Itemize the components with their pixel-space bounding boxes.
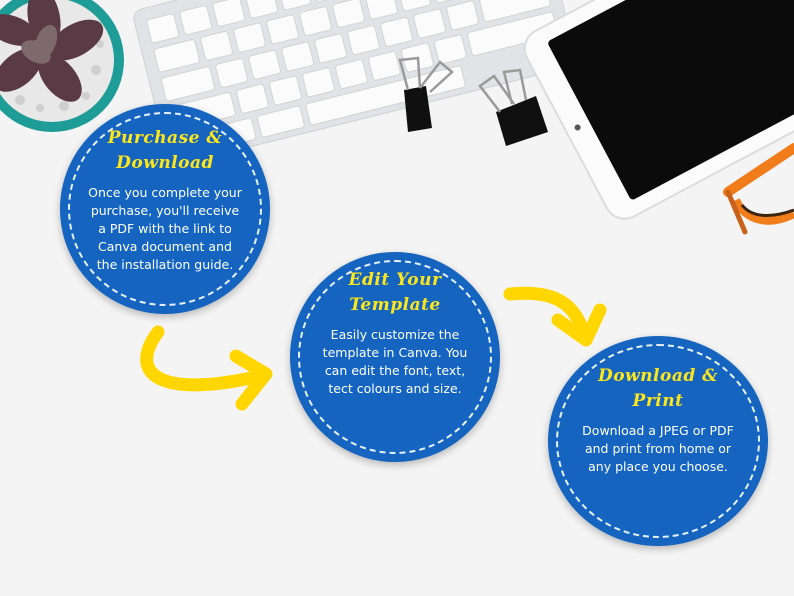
- step-title: Purchase & Download: [70, 126, 260, 176]
- step-description-line: can edit the font, text,: [324, 363, 466, 378]
- keyboard-icon: [133, 0, 577, 165]
- step-circle-edit: Edit Your Template Easily customize the …: [290, 252, 500, 462]
- step-description-line: Canva document and: [98, 239, 232, 254]
- tablet-icon: [523, 0, 794, 220]
- succulent-plant-icon: [0, 0, 124, 132]
- step-description-line: any place you choose.: [588, 459, 728, 474]
- step-description-line: Once you complete your: [88, 185, 242, 200]
- step-title-line: Download &: [597, 366, 719, 386]
- step-description-line: purchase, you'll receive: [90, 203, 240, 218]
- glasses-icon: [723, 143, 794, 235]
- curved-arrow-icon: [503, 286, 607, 347]
- step-title-line: Edit Your: [348, 270, 442, 290]
- step-circle-purchase: Purchase & Download Once you complete yo…: [60, 104, 270, 314]
- step-title: Download & Print: [563, 364, 753, 414]
- step-title-line: Print: [632, 391, 684, 411]
- step-description-line: Download a JPEG or PDF: [582, 423, 734, 438]
- step-description: Easily customize the template in Canva. …: [300, 326, 490, 398]
- step-title: Edit Your Template: [300, 268, 490, 318]
- step-circle-download: Download & Print Download a JPEG or PDF …: [548, 336, 768, 546]
- step-description-line: a PDF with the link to: [98, 221, 232, 236]
- step-description-line: and print from home or: [584, 441, 732, 456]
- step-description: Once you complete your purchase, you'll …: [70, 184, 260, 274]
- binder-clip-icon: [398, 56, 548, 146]
- step-content: Edit Your Template Easily customize the …: [300, 268, 490, 398]
- step-title-line: Download: [116, 153, 214, 173]
- step-description-line: template in Canva. You: [322, 345, 468, 360]
- step-description-line: Easily customize the: [330, 327, 460, 342]
- step-description-line: the installation guide.: [96, 257, 234, 272]
- step-title-line: Template: [349, 295, 441, 315]
- step-content: Purchase & Download Once you complete yo…: [70, 126, 260, 274]
- step-title-line: Purchase &: [107, 128, 223, 148]
- step-description: Download a JPEG or PDF and print from ho…: [563, 422, 753, 476]
- step-description-line: tect colours and size.: [328, 381, 462, 396]
- curved-arrow-icon: [140, 325, 273, 411]
- step-content: Download & Print Download a JPEG or PDF …: [563, 364, 753, 476]
